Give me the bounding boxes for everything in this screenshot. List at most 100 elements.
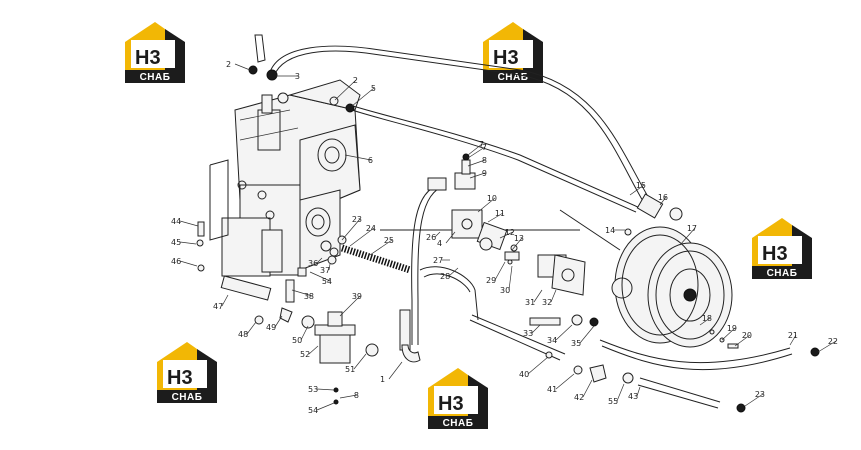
leader-line: [527, 356, 549, 375]
leader-line: [316, 402, 335, 411]
part-callout: 19: [727, 324, 737, 333]
leader-line: [555, 373, 575, 390]
part-callout: 23: [352, 215, 362, 224]
logo-mark: H3: [438, 393, 464, 415]
leader-line: [300, 325, 309, 341]
leader-line: [499, 231, 514, 239]
leader-line: [334, 79, 357, 101]
part-callout: 5: [371, 84, 376, 93]
part-callout: 17: [687, 224, 697, 233]
part-callout: 24: [366, 224, 376, 233]
tubes: [269, 45, 793, 409]
leader-line: [221, 294, 229, 307]
part-callout: 10: [487, 194, 497, 203]
logo-text: CHAБ: [140, 72, 171, 83]
logo-text: CHAБ: [443, 418, 474, 429]
logo-text: CHAБ: [498, 72, 529, 83]
part-callout: 37: [320, 266, 330, 275]
part-callout: 18: [702, 314, 712, 323]
leader-line: [531, 324, 541, 334]
leader-line: [328, 263, 331, 271]
leader-line: [339, 394, 358, 399]
part-callout: 16: [658, 193, 668, 202]
part-callout: 44: [171, 217, 181, 226]
part-callout: 54: [308, 406, 318, 415]
part-callout: 4: [437, 239, 442, 248]
part-callout: 7: [482, 143, 487, 152]
part-callout: 49: [266, 323, 276, 332]
leader-line: [555, 324, 573, 341]
leader-line: [508, 265, 513, 291]
part-callout: 36: [308, 259, 318, 268]
leader-line: [721, 327, 736, 341]
leader-line: [234, 63, 251, 71]
leader-line: [467, 143, 483, 156]
part-callout: 31: [525, 298, 535, 307]
part-callout: 39: [352, 292, 362, 301]
leader-line: [179, 260, 198, 267]
leader-line: [699, 317, 711, 326]
leader-line: [582, 379, 593, 398]
part-callout: 30: [500, 286, 510, 295]
leader-line: [494, 261, 506, 281]
logo-text: CHAБ: [767, 268, 798, 279]
leader-line: [789, 334, 797, 346]
part-callout: 43: [628, 392, 638, 401]
leader-line: [744, 393, 764, 407]
leader-line: [349, 227, 375, 247]
part-callout: 8: [482, 156, 487, 165]
leader-line: [448, 267, 459, 277]
leader-line: [629, 184, 645, 196]
part-callout: 29: [486, 276, 496, 285]
leader-line: [353, 353, 367, 370]
part-callout: 34: [547, 336, 557, 345]
part-callout: 13: [514, 234, 524, 243]
part-callout: 45: [171, 238, 181, 247]
leader-line: [817, 340, 837, 353]
logo-text: CHAБ: [172, 392, 203, 403]
hydraulic-motor: [611, 226, 733, 348]
leader-line: [309, 271, 331, 282]
part-callout: 38: [304, 292, 314, 301]
leader-line: [246, 321, 257, 335]
part-callout: 53: [308, 385, 318, 394]
part-callout: 51: [345, 365, 355, 374]
part-callout: 54: [322, 277, 332, 286]
part-callout: 40: [519, 370, 529, 379]
leader-line: [291, 289, 313, 297]
leader-line: [679, 227, 696, 246]
leader-line: [477, 197, 496, 213]
logo-mark: H3: [167, 367, 193, 389]
part-callout: 33: [523, 329, 533, 338]
part-callout: 9: [482, 169, 487, 178]
part-callout: 28: [440, 272, 450, 281]
part-callout: 32: [542, 298, 552, 307]
leader-line: [339, 295, 361, 317]
leader-line: [316, 257, 323, 264]
part-callout: 20: [742, 331, 752, 340]
leader-line: [341, 218, 361, 241]
part-callout: 22: [828, 337, 838, 346]
leader-line: [533, 289, 543, 303]
leader-line: [467, 146, 486, 159]
leader-line: [616, 383, 625, 402]
part-callout: 15: [636, 181, 646, 190]
leader-line: [445, 231, 456, 244]
leader-line: [369, 239, 393, 256]
leader-line: [469, 172, 486, 179]
part-callout: 46: [171, 257, 181, 266]
part-callout: 1: [380, 375, 385, 384]
leader-line: [734, 334, 751, 347]
part-callout: 35: [571, 339, 581, 348]
leader-line: [308, 345, 319, 355]
part-callout: 41: [547, 385, 557, 394]
part-callout: 2: [353, 76, 358, 85]
part-callout: 21: [788, 331, 798, 340]
